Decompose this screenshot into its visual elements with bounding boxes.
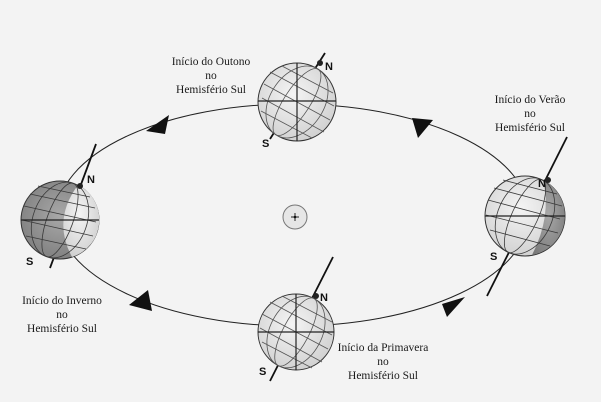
orbit-arrow-top-right — [412, 118, 433, 138]
label-line: no — [524, 108, 536, 120]
north-pole-label: N — [87, 174, 95, 186]
south-pole-label: S — [490, 251, 497, 263]
globe-winter: N S — [20, 143, 100, 269]
south-pole-label: S — [259, 366, 266, 378]
label-summer: Início do Verão no Hemisfério Sul — [478, 93, 582, 135]
label-autumn: Início do Outono no Hemisfério Sul — [157, 55, 265, 97]
north-pole-label: N — [325, 61, 333, 73]
globe-spring: N S — [257, 256, 335, 382]
label-winter: Início do Inverno no Hemisfério Sul — [8, 294, 116, 336]
orbit-arrow-bottom-right — [442, 297, 465, 317]
label-line: Início do Verão — [494, 94, 566, 106]
south-pole-label: S — [262, 138, 269, 150]
south-pole-label: S — [26, 256, 33, 268]
label-line: Hemisfério Sul — [495, 122, 565, 134]
north-pole-label: N — [538, 178, 546, 190]
label-line: Hemisfério Sul — [348, 370, 418, 382]
label-line: no — [205, 70, 217, 82]
globe-summer: N S — [484, 136, 568, 297]
label-line: no — [377, 356, 389, 368]
north-pole-label: N — [320, 292, 328, 304]
label-line: Hemisfério Sul — [27, 323, 97, 335]
label-line: Início do Inverno — [22, 295, 102, 307]
label-line: no — [56, 309, 68, 321]
orbit-arrow-top-left — [146, 115, 169, 134]
globe-autumn: N S — [257, 52, 337, 150]
label-line: Início do Outono — [171, 56, 251, 68]
orbit-arrow-bottom-left — [129, 290, 152, 311]
label-line: Início da Primavera — [337, 342, 429, 354]
label-spring: Início da Primavera no Hemisfério Sul — [328, 341, 438, 383]
sun — [282, 204, 308, 230]
label-line: Hemisfério Sul — [176, 84, 246, 96]
